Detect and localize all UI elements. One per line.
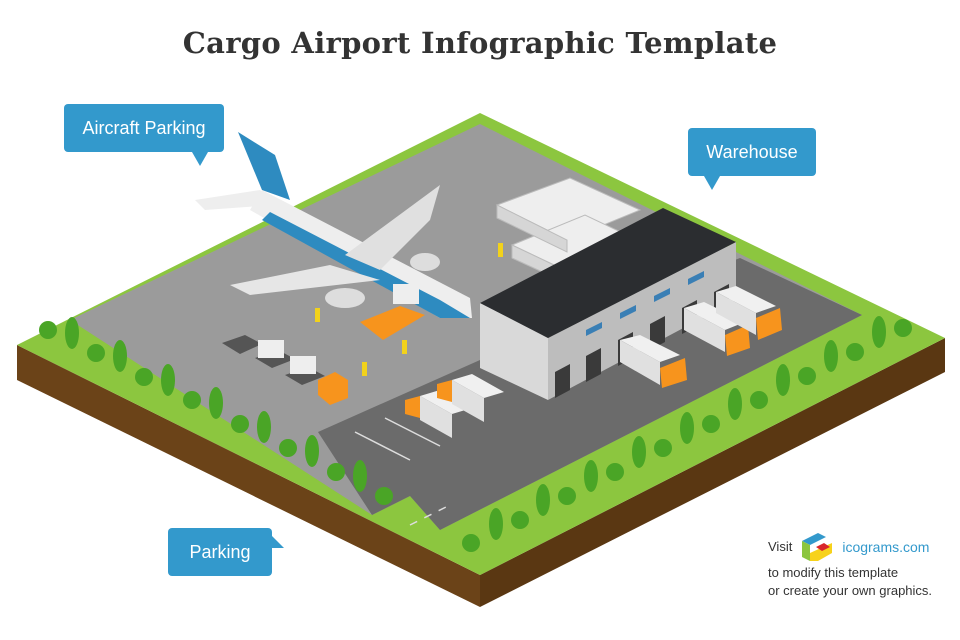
truck [405, 390, 472, 438]
promo-line3: or create your own graphics. [768, 583, 933, 598]
cargo-box [393, 284, 419, 304]
callout-aircraft-parking: Aircraft Parking [64, 104, 224, 166]
icograms-logo-icon [802, 533, 833, 561]
callout-parking: Parking [168, 528, 284, 576]
promo-block: Visit icograms.com to modify this templa… [768, 530, 932, 600]
icograms-link[interactable]: icograms.com [842, 539, 930, 555]
soil-right [480, 338, 945, 607]
truck [620, 335, 687, 388]
baggage-dollies [222, 335, 325, 385]
truck [684, 302, 750, 356]
soil-left [17, 345, 480, 607]
callout-parking-label: Parking [189, 541, 251, 562]
trucks [405, 286, 782, 438]
trees [39, 316, 912, 552]
tug-vehicle [318, 372, 348, 405]
callout-warehouse-label: Warehouse [706, 141, 798, 162]
callout-aircraft-parking-label: Aircraft Parking [82, 117, 206, 138]
page-title: Cargo Airport Infographic Template [182, 26, 778, 60]
callout-warehouse: Warehouse [688, 128, 816, 190]
truck [437, 374, 504, 422]
cargo-loader [360, 306, 425, 340]
promo-visit: Visit [768, 539, 793, 554]
truck [716, 286, 782, 340]
road-markings [354, 417, 451, 526]
workers [315, 243, 503, 376]
promo-line2: to modify this template [768, 565, 899, 580]
warehouse-building [480, 208, 736, 400]
